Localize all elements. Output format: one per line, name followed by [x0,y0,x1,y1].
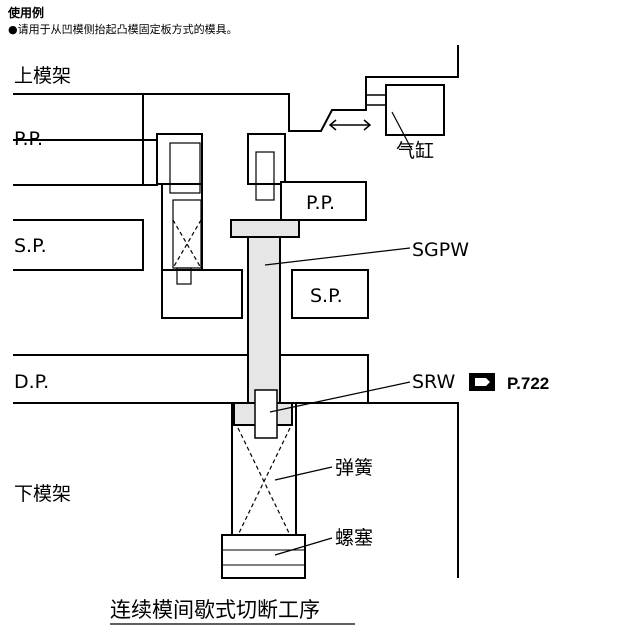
usage-note: ●请用于从凹模侧抬起凸模固定板方式的模具。 [8,23,238,36]
cylinder-leader [391,111,413,151]
plug-body [221,534,306,579]
usage-title: 使用例 [8,6,45,20]
pp-right-plate [280,181,367,221]
pp-right-label: P.P. [306,192,335,214]
motion-arrow [328,119,372,131]
cylinder-body [385,84,445,136]
sp-right-plate [291,269,369,319]
page-ref-label: P.722 [507,374,549,393]
sp-left-plate [13,219,144,271]
srw-bolt [254,389,278,439]
srw-leader [269,381,411,413]
spring-label: 弹簧 [335,457,373,479]
plug-leader [274,537,333,556]
pp-left-label: P.P. [14,128,43,150]
sgpw-shaft [247,236,281,406]
cylinder-label: 气缸 [396,140,434,162]
spring-leader [274,466,333,481]
lower-frame-outline [13,402,459,578]
sgpw-leader [264,247,411,266]
holder-bolt-right [255,151,275,201]
sgpw-label: SGPW [412,239,469,261]
guide-pin-head [176,267,192,285]
holder-bolt-left [169,142,201,194]
dp-plate [13,354,369,404]
sgpw-head [230,219,300,238]
dp-label: D.P. [14,371,49,393]
srw-label: SRW [412,371,455,393]
guide-pin-cross-a [172,219,202,269]
holder-block-left [156,133,203,185]
upper-frame-outline [13,45,459,132]
holder-block-right [247,133,286,185]
diagram-caption: 连续模间歇式切断工序 [110,598,320,622]
guide-pin-cross-b [172,219,202,269]
upper-frame-label: 上模架 [14,65,71,87]
plug-label: 螺塞 [335,527,373,549]
catalog-ref-icon [469,373,495,391]
spring-cross-b [237,427,291,536]
sp-center-block [161,269,243,319]
guide-block-left [161,183,203,271]
sp-left-label: S.P. [14,235,47,257]
lower-frame-label: 下模架 [14,483,71,505]
sp-right-label: S.P. [310,285,343,307]
